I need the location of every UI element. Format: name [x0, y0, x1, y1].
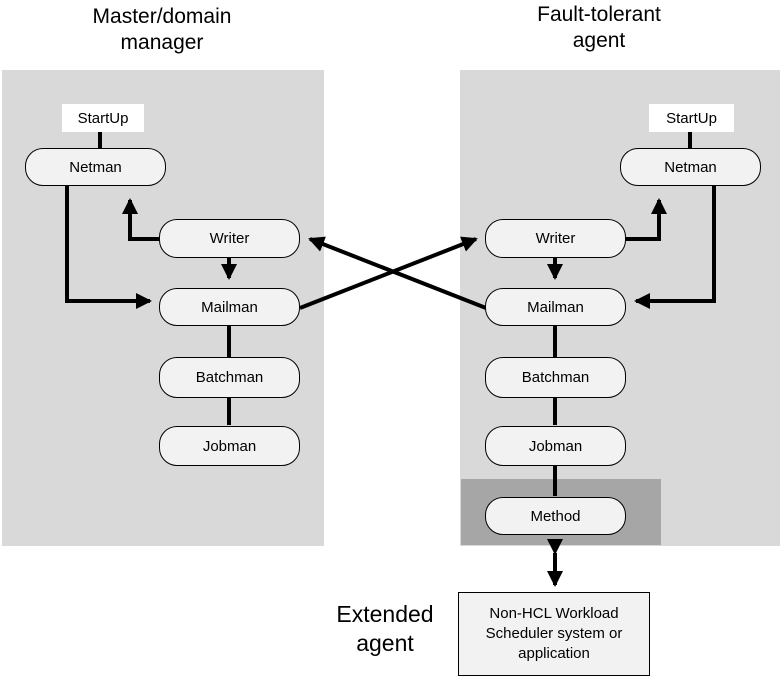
- extended-box-line1: Non-HCL Workload: [489, 605, 619, 622]
- master-writer-node: Writer: [159, 219, 300, 258]
- master-mailman-node: Mailman: [159, 288, 300, 326]
- extended-agent-label-line1: Extended: [336, 601, 434, 627]
- master-title-line1: Master/domain: [92, 5, 232, 28]
- fta-jobman-node: Jobman: [485, 426, 626, 466]
- fta-mailman-to-master-writer-arrow: [308, 236, 487, 310]
- fta-startup-box: StartUp: [649, 104, 734, 132]
- master-startup-box: StartUp: [62, 104, 144, 132]
- fta-title: Fault-tolerant agent: [499, 2, 699, 54]
- fta-batchman-node: Batchman: [485, 357, 626, 398]
- master-netman-to-mailman-arrow: [65, 184, 152, 309]
- extended-agent-label-line2: agent: [356, 630, 414, 656]
- extended-box-line2: Scheduler system or: [485, 625, 623, 642]
- master-title: Master/domain manager: [62, 4, 262, 56]
- fta-mailman-node: Mailman: [485, 288, 626, 326]
- fta-netman-node: Netman: [620, 148, 761, 186]
- master-netman-node: Netman: [25, 148, 166, 186]
- master-jobman-node: Jobman: [159, 426, 300, 466]
- fta-method-node: Method: [485, 497, 626, 535]
- extended-agent-box: Non-HCL Workload Scheduler system or app…: [458, 592, 650, 676]
- fta-title-line1: Fault-tolerant: [537, 3, 661, 26]
- extended-agent-label: Extended agent: [320, 600, 450, 658]
- fta-writer-to-netman-arrow: [626, 198, 667, 241]
- master-mailman-to-fta-writer-arrow: [299, 236, 478, 310]
- fta-title-line2: agent: [572, 29, 626, 52]
- master-batchman-node: Batchman: [159, 357, 300, 398]
- extended-box-line3: application: [518, 645, 590, 662]
- fta-netman-to-mailman-arrow: [634, 184, 716, 309]
- master-title-line2: manager: [120, 31, 204, 54]
- fta-writer-node: Writer: [485, 219, 626, 258]
- master-writer-to-netman-arrow: [122, 198, 160, 241]
